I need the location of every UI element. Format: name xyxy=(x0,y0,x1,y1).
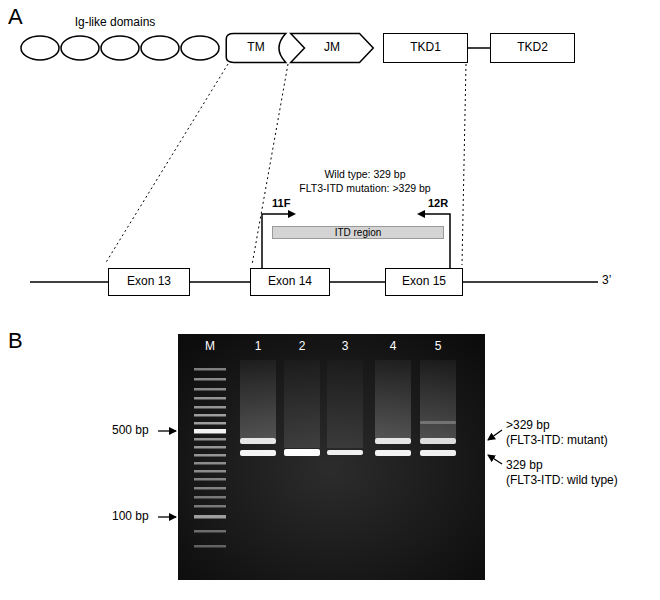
node-label: Exon 15 xyxy=(402,275,446,288)
lane-label: 2 xyxy=(299,340,306,354)
node-label: TKD2 xyxy=(517,41,548,54)
ig-like-domain xyxy=(101,36,139,60)
ladder-band xyxy=(194,397,226,400)
band-label: >329 bp xyxy=(506,419,550,433)
itd-region-bar: ITD region xyxy=(272,226,444,239)
ladder-band xyxy=(194,496,226,499)
primer-head xyxy=(417,210,425,218)
exon-box: Exon 13 xyxy=(108,268,190,296)
primer-name: 11F xyxy=(272,197,290,210)
size-marker: 100 bp xyxy=(112,510,149,524)
ig-like-domain xyxy=(141,36,179,60)
panel-letter: A xyxy=(8,4,23,29)
ladder-band xyxy=(194,429,226,434)
ladder-band xyxy=(194,378,226,381)
ig-like-domain xyxy=(61,36,99,60)
ladder-band xyxy=(194,406,226,409)
exon-box: Exon 14 xyxy=(250,268,330,296)
ladder-band xyxy=(194,515,226,519)
lane-label: 5 xyxy=(435,340,442,354)
backbone-line xyxy=(468,47,490,49)
gene-backbone xyxy=(30,281,108,283)
ladder-band xyxy=(194,530,226,533)
forward-primer xyxy=(262,214,288,268)
domain-group-label: Ig-like domains xyxy=(75,16,156,30)
band-label: (FLT3-ITD: wild type) xyxy=(506,474,618,488)
ladder-band xyxy=(194,478,226,481)
wild-type-band xyxy=(420,450,456,456)
ladder-band xyxy=(194,505,226,508)
size-marker: 500 bp xyxy=(112,424,149,438)
amplicon-note: Wild type: 329 bp xyxy=(324,168,405,180)
wild-type-band xyxy=(240,450,276,456)
lane-smear xyxy=(420,360,456,438)
band-label: (FLT3-ITD: mutant) xyxy=(506,434,608,448)
primer-head xyxy=(288,210,296,218)
node-label: TKD1 xyxy=(410,41,441,54)
size-arrow xyxy=(158,516,176,517)
ladder-band xyxy=(194,446,226,449)
ladder-band xyxy=(194,487,226,490)
band-arrow xyxy=(488,430,502,440)
band-label: 329 bp xyxy=(506,459,543,473)
primer-name: 12R xyxy=(428,197,448,210)
ladder-band xyxy=(194,368,226,371)
tm-domain-shape xyxy=(226,34,286,63)
mutant-band xyxy=(240,438,276,444)
ladder-band xyxy=(194,414,226,417)
ig-like-domain xyxy=(181,36,219,60)
node-label: Exon 14 xyxy=(268,275,312,288)
jm-domain: JM xyxy=(289,33,375,63)
lane-label: 3 xyxy=(342,340,349,354)
lane-label: 4 xyxy=(390,340,397,354)
wild-type-band xyxy=(284,449,320,456)
backbone-line xyxy=(190,281,250,283)
backbone-line xyxy=(330,281,385,283)
band-arrow xyxy=(488,455,502,464)
gel-image xyxy=(178,334,485,580)
size-arrow xyxy=(158,430,176,431)
faint-band xyxy=(420,421,456,424)
lane-smear xyxy=(240,360,276,438)
mapping-line xyxy=(462,64,466,265)
wild-type-band xyxy=(375,450,411,456)
panel-letter: B xyxy=(8,328,23,353)
gene-backbone xyxy=(463,281,598,283)
node-label: ITD region xyxy=(335,228,382,238)
ladder-band xyxy=(194,454,226,457)
ladder-band xyxy=(194,545,226,548)
lane-smear xyxy=(284,360,320,448)
jm-domain-shape xyxy=(291,34,374,63)
kinase-domain: TKD2 xyxy=(490,33,575,63)
ladder-band xyxy=(194,470,226,473)
ladder-band xyxy=(194,438,226,441)
reverse-primer xyxy=(425,214,450,268)
node-label: TM xyxy=(247,41,264,54)
node-label: Exon 13 xyxy=(127,275,171,288)
wild-type-band xyxy=(327,450,363,455)
amplicon-note: FLT3-ITD mutation: >329 bp xyxy=(299,182,430,194)
mapping-line xyxy=(105,64,228,264)
mutant-band xyxy=(375,438,411,444)
strand-end: 3’ xyxy=(602,274,611,288)
exon-box: Exon 15 xyxy=(385,268,463,296)
ladder-band xyxy=(194,462,226,465)
ig-like-domain xyxy=(21,36,59,60)
lane-label: M xyxy=(205,340,215,354)
lane-smear xyxy=(375,360,411,438)
kinase-domain: TKD1 xyxy=(383,33,468,63)
mutant-band xyxy=(420,438,456,444)
node-label: JM xyxy=(324,41,340,54)
ladder-band xyxy=(194,422,226,425)
tm-domain: TM xyxy=(225,33,287,63)
lane-smear xyxy=(327,360,363,448)
ladder-band xyxy=(194,388,226,391)
lane-label: 1 xyxy=(255,340,262,354)
